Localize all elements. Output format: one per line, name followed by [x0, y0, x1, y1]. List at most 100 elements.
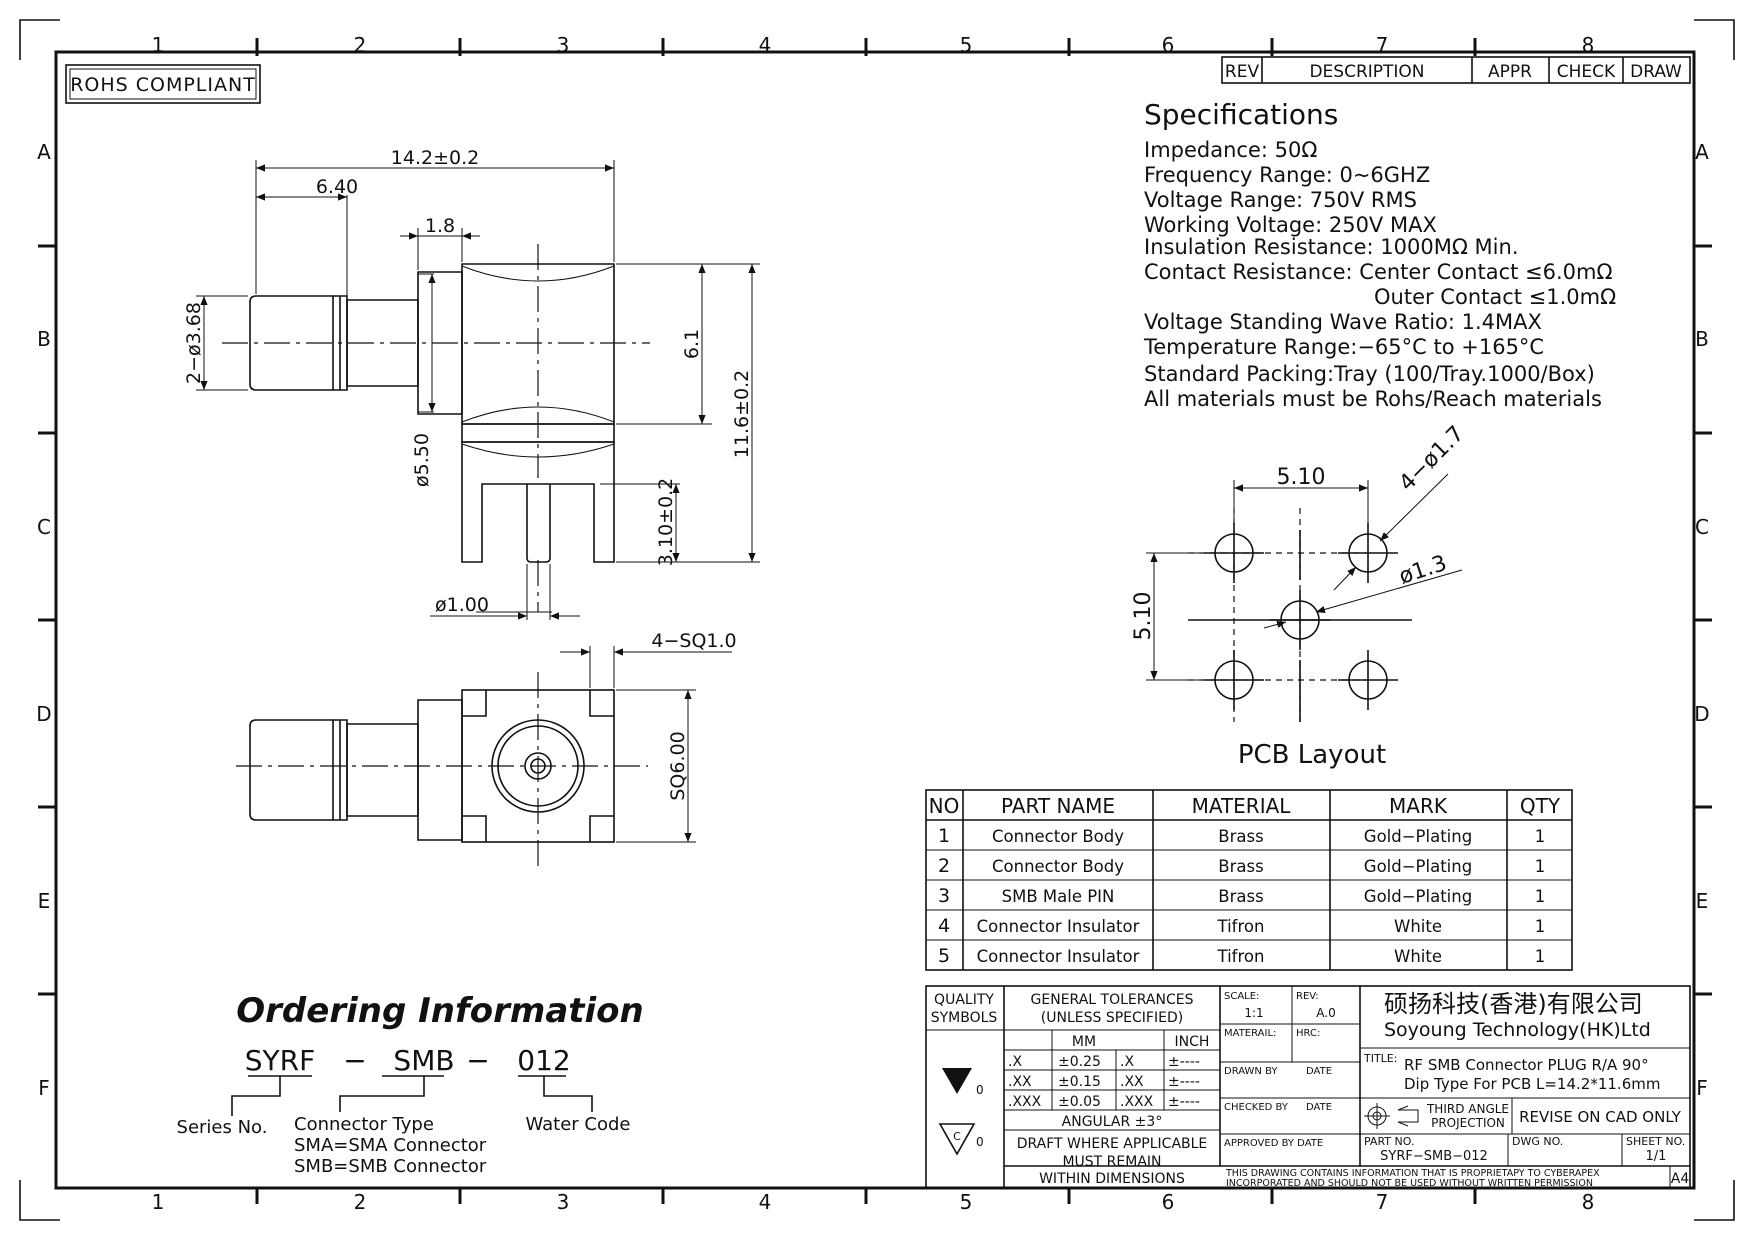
tolerance-cell: ±0.05	[1058, 1094, 1101, 1110]
top-view: 4−SQ1.0 SQ6.00	[236, 630, 737, 868]
dim-flange: 1.8	[425, 215, 455, 237]
zone-col-label-bottom: 2	[354, 1190, 367, 1214]
bom-cell: 1	[1535, 887, 1546, 906]
pcb-dim-horizontal: 5.10	[1277, 465, 1326, 490]
approved-by-label: APPROVED BY DATE	[1224, 1138, 1323, 1149]
sheet-size: A4	[1671, 1171, 1690, 1187]
spec-insulation: Insulation Resistance: 1000MΩ Min.	[1144, 235, 1519, 259]
spec-impedance: Impedance: 50Ω	[1144, 138, 1317, 162]
tolerance-cell: ±----	[1168, 1074, 1200, 1090]
ordering-type-smb: SMB=SMB Connector	[294, 1156, 487, 1177]
projection-label-1: THIRD ANGLE	[1426, 1102, 1509, 1116]
specifications: Specifications Impedance: 50Ω Frequency …	[1143, 98, 1616, 411]
finish-symbol-outline	[938, 1123, 976, 1156]
bom-cell: Brass	[1218, 857, 1263, 876]
tolerance-cell: ±0.25	[1058, 1054, 1101, 1070]
bom-cell: Tifron	[1217, 917, 1265, 936]
tolerance-cell: ±----	[1168, 1054, 1200, 1070]
pcb-title: PCB Layout	[1238, 740, 1386, 770]
sheet-no-value: 1/1	[1646, 1149, 1667, 1164]
description-header: DESCRIPTION	[1309, 62, 1424, 82]
bom-header-cell: MARK	[1389, 794, 1448, 818]
material-label: MATERAIL:	[1224, 1028, 1276, 1039]
drawn-by-label: DRAWN BY	[1224, 1066, 1278, 1077]
angular-tolerance: ANGULAR ±3°	[1062, 1114, 1163, 1130]
revise-note: REVISE ON CAD ONLY	[1519, 1108, 1682, 1126]
ordering-type-code: SMB	[393, 1044, 454, 1077]
bom-cell: 1	[1535, 827, 1546, 846]
bom-cell: White	[1394, 947, 1442, 966]
plug-tip	[249, 295, 334, 391]
scale-label: SCALE:	[1224, 991, 1259, 1002]
spec-vswr: Voltage Standing Wave Ratio: 1.4MAX	[1144, 310, 1542, 334]
zone-col-label-bottom: 4	[759, 1190, 772, 1214]
bom-cell: 1	[1535, 917, 1546, 936]
rohs-text: ROHS COMPLIANT	[70, 74, 256, 96]
zone-row-label-left: F	[38, 1076, 50, 1100]
unless-specified-label: (UNLESS SPECIFIED)	[1041, 1010, 1183, 1026]
zone-row-label-right: A	[1695, 140, 1709, 164]
dim-body-diameter: ø5.50	[411, 433, 433, 487]
zone-row-label-right: F	[1696, 1076, 1708, 1100]
checked-date-label: DATE	[1306, 1102, 1332, 1113]
rohs-badge: ROHS COMPLIANT	[65, 64, 261, 104]
base-housing	[461, 441, 615, 563]
zone-col-label-bottom: 1	[152, 1190, 165, 1214]
tolerance-cell: .XX	[1120, 1074, 1144, 1090]
draw-header: DRAW	[1630, 62, 1682, 82]
spec-outer-contact: Outer Contact ≤1.0mΩ	[1374, 285, 1616, 309]
bom-cell: Brass	[1218, 827, 1263, 846]
dim-square-body: SQ6.00	[667, 731, 689, 800]
draft-note-3: WITHIN DIMENSIONS	[1039, 1171, 1185, 1187]
scale-value: 1:1	[1244, 1006, 1263, 1020]
quality-label: QUALITY	[934, 992, 994, 1008]
tolerance-cell: .XXX	[1120, 1094, 1154, 1110]
tolerance-cell: .X	[1120, 1054, 1134, 1070]
title-block: QUALITY SYMBOLS 0 C 0 GENERAL TOLERANCES…	[925, 985, 1691, 1189]
tolerance-cell: .XX	[1008, 1074, 1032, 1090]
top-corner-legs	[462, 690, 614, 842]
dim-overall-length: 14.2±0.2	[391, 147, 479, 169]
rev-label: REV:	[1296, 991, 1319, 1002]
body-curves	[461, 265, 615, 423]
zone-row-label-right: C	[1695, 515, 1709, 539]
bom-cell: 3	[938, 885, 950, 907]
dim-plug-length: 6.40	[316, 176, 358, 198]
drawing-title-line-2: Dip Type For PCB L=14.2*11.6mm	[1404, 1075, 1660, 1093]
zone-row-label-right: D	[1694, 702, 1709, 726]
ordering-series-code: SYRF	[245, 1044, 315, 1077]
tolerance-cell: .X	[1008, 1054, 1022, 1070]
dim-body-height: 6.1	[681, 329, 703, 359]
bom-cell: Brass	[1218, 887, 1263, 906]
zone-row-label-right: E	[1696, 889, 1709, 913]
ordering-type-sma: SMA=SMA Connector	[294, 1135, 487, 1156]
hrc-label: HRC:	[1296, 1028, 1320, 1039]
ordering-separator-2: −	[466, 1044, 489, 1077]
general-tolerances-label: GENERAL TOLERANCES	[1031, 992, 1194, 1008]
zone-col-label-top: 7	[1376, 33, 1389, 57]
bom-cell: Tifron	[1217, 947, 1265, 966]
proprietary-note-1: THIS DRAWING CONTAINS INFORMATION THAT I…	[1225, 1168, 1600, 1179]
bom-cell: Connector Insulator	[977, 917, 1140, 936]
zone-row-label-left: A	[37, 140, 51, 164]
revision-block: REV DESCRIPTION APPR CHECK DRAW	[1221, 56, 1691, 84]
ordering-code-label: Water Code	[525, 1114, 630, 1135]
spec-frequency: Frequency Range: 0~6GHZ	[1144, 163, 1430, 187]
rev-header: REV	[1225, 62, 1260, 82]
ordering-title: Ordering Information	[236, 991, 644, 1031]
zone-col-label-bottom: 3	[557, 1190, 570, 1214]
dwg-no-label: DWG NO.	[1512, 1135, 1563, 1148]
company-name-chinese: 硕扬科技(香港)有限公司	[1384, 990, 1643, 1018]
zone-col-label-top: 1	[152, 33, 165, 57]
bom-header-cell: MATERIAL	[1192, 794, 1292, 818]
ordering-water-code: 012	[517, 1044, 570, 1077]
mm-header: MM	[1072, 1034, 1096, 1050]
bom-cell: 1	[1535, 857, 1546, 876]
draft-note-2: MUST REMAIN	[1062, 1154, 1161, 1170]
ordering-series-label: Series No.	[177, 1117, 268, 1138]
bom-cell: Connector Body	[992, 857, 1124, 876]
bom-cell: Connector Body	[992, 827, 1124, 846]
pcb-hole-center-dim: ø1.3	[1396, 551, 1450, 590]
